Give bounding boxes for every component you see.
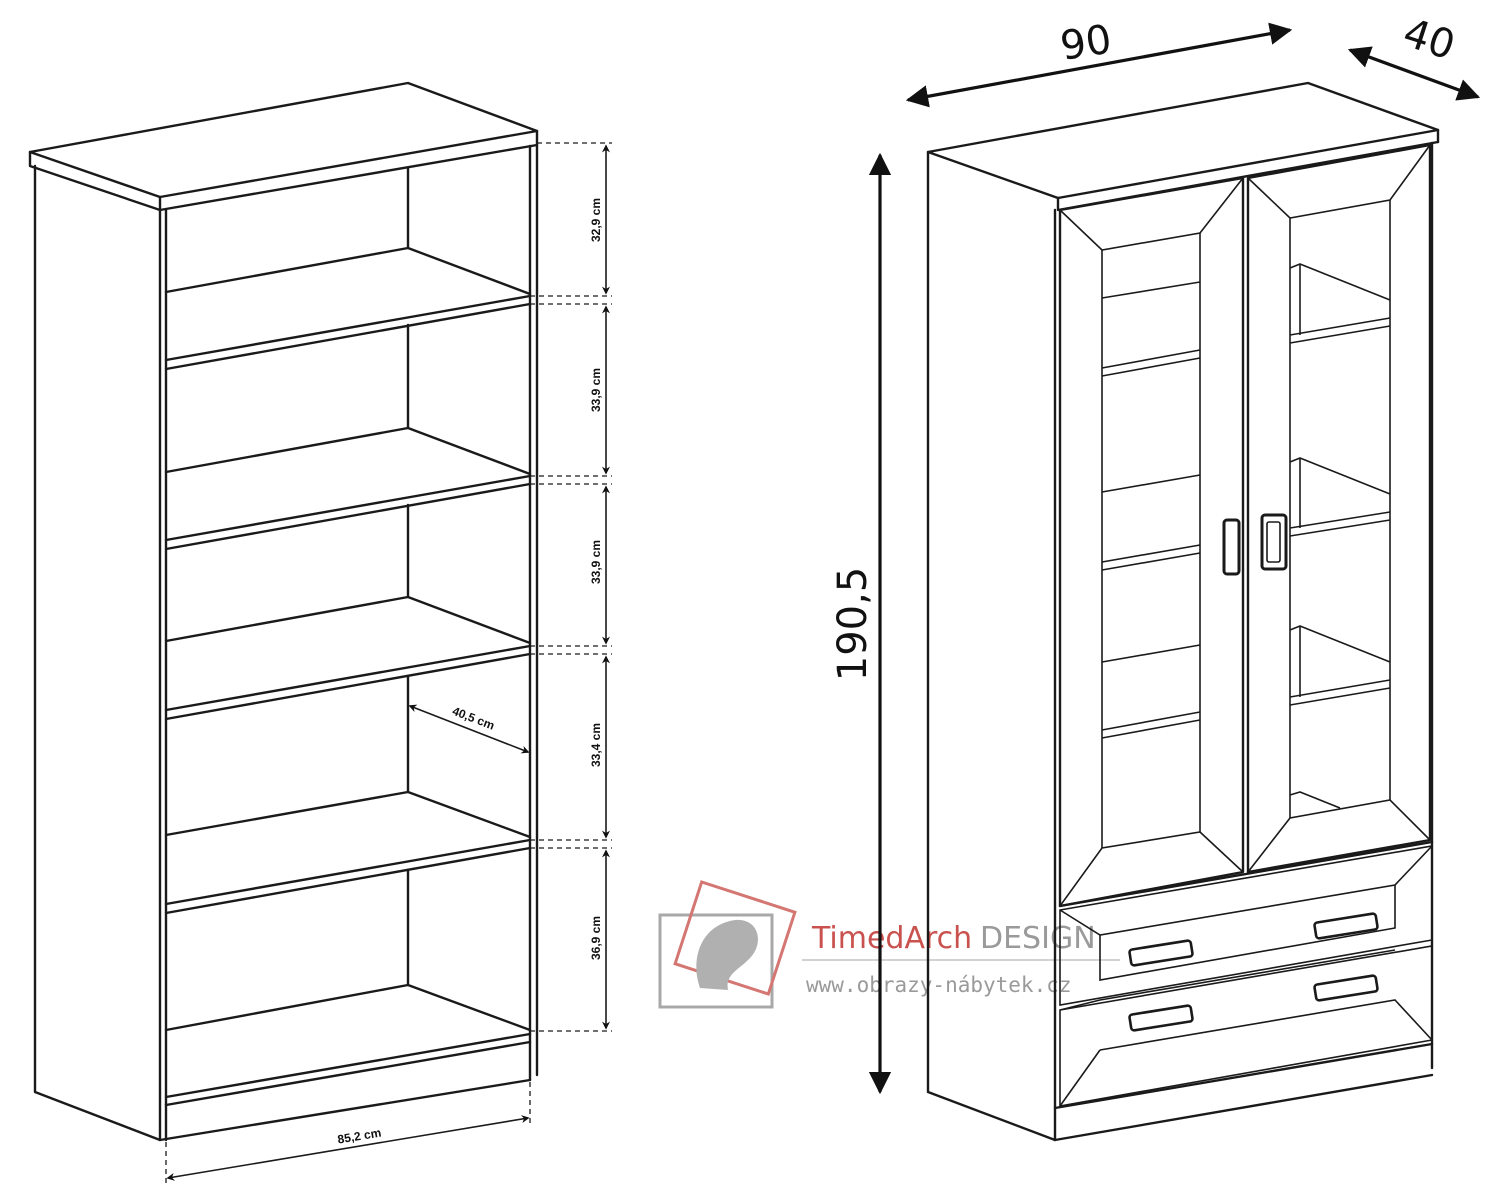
height-label-5: 36,9 cm [589, 916, 603, 960]
left-door-handle [1222, 518, 1241, 576]
right-door-handle [1260, 513, 1288, 571]
drawer-handle-2 [1313, 912, 1379, 940]
cabinet-depth-label: 40 [1398, 10, 1461, 69]
glass-door-cabinet: 190,5 90 40 [830, 10, 1481, 1142]
depth-arrow [1347, 46, 1481, 101]
height-label-2: 33,9 cm [589, 368, 603, 412]
drawer-handle-3 [1128, 1004, 1194, 1032]
watermark: TimedArch DESIGN www.obrazy-nábytek.cz [658, 880, 1120, 1009]
cabinet-height-label: 190,5 [830, 567, 876, 682]
open-bookcase: 32,9 cm 33,9 cm 33,9 cm 33,4 cm 36,9 cm … [28, 81, 612, 1186]
drawer-handle-4 [1313, 974, 1379, 1002]
brand-name-part1: TimedArch [811, 921, 972, 956]
depth-label: 40,5 cm [450, 704, 496, 733]
chair-icon [696, 919, 758, 990]
width-arrow [905, 22, 1293, 108]
drawer-handle-1 [1128, 939, 1194, 967]
brand-name-part2: DESIGN [980, 921, 1096, 956]
height-label-3: 33,9 cm [589, 540, 603, 584]
brand-url: www.obrazy-nábytek.cz [806, 973, 1072, 997]
cabinet-width-label: 90 [1057, 16, 1114, 69]
logo-frame [658, 913, 774, 1009]
height-label-1: 32,9 cm [589, 198, 603, 242]
height-label-4: 33,4 cm [589, 723, 603, 767]
